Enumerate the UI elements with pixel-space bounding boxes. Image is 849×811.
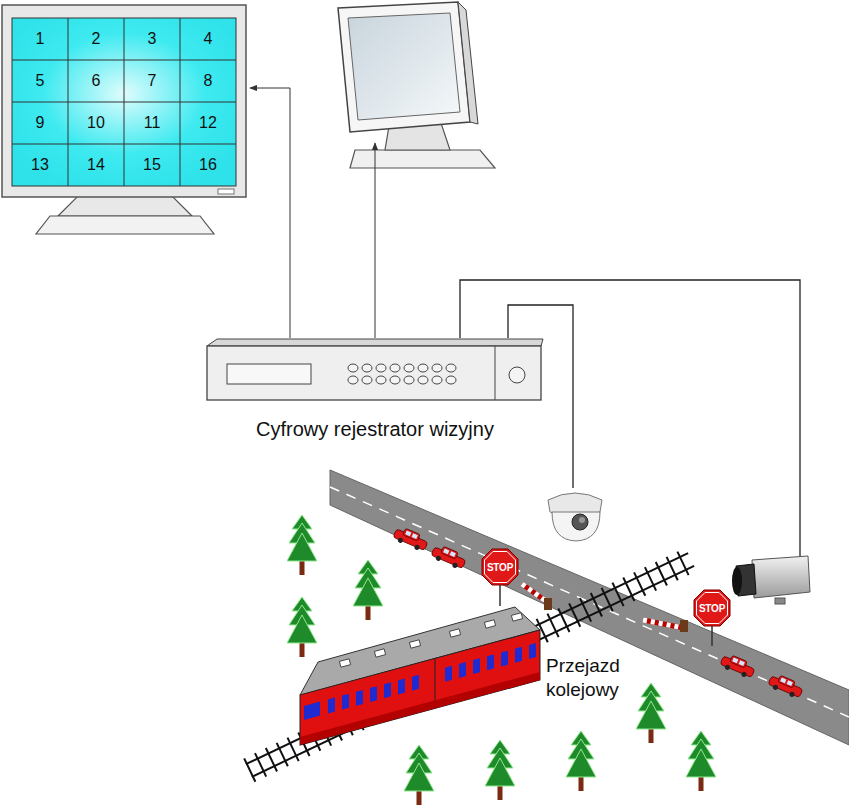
barrier (522, 584, 688, 632)
sign-text: STOP (693, 589, 731, 627)
cell-number: 1 (12, 18, 68, 60)
stop: STOP (693, 589, 731, 627)
grid-monitor: 12345678910111213141516 (0, 0, 249, 238)
cell-number: 12 (180, 102, 236, 144)
cell-number: 15 (124, 144, 180, 186)
device-label: Cyfrowy rejestrator wizyjny (205, 418, 545, 441)
video-connector (250, 88, 290, 338)
cell-number: 9 (12, 102, 68, 144)
video-wire (375, 143, 376, 338)
cell-number: 11 (124, 102, 180, 144)
recorder: Cyfrowy rejestrator wizyjny (205, 338, 545, 450)
monitor (338, 2, 495, 168)
camera-wire (460, 280, 800, 558)
railway-track (246, 553, 694, 777)
cell-number: 13 (12, 144, 68, 186)
cell-number: 16 (180, 144, 236, 186)
cell-number: 7 (124, 60, 180, 102)
recorder-shape (205, 338, 545, 404)
stop: STOP (481, 548, 519, 586)
cell-number: 2 (68, 18, 124, 60)
sign-pole (711, 626, 713, 646)
cell-number: 5 (12, 60, 68, 102)
dome-camera (548, 493, 602, 541)
cell-number: 6 (68, 60, 124, 102)
cell-number: 8 (180, 60, 236, 102)
area-label: Przejazd kolejowy (546, 654, 642, 702)
cell-number: 10 (68, 102, 124, 144)
train (300, 607, 540, 745)
cell-number: 14 (68, 144, 124, 186)
cell-number: 4 (180, 18, 236, 60)
cell-number: 3 (124, 18, 180, 60)
tree (287, 515, 716, 805)
box-camera (732, 556, 810, 604)
sign-text: STOP (481, 548, 519, 586)
sign-pole (499, 585, 501, 606)
